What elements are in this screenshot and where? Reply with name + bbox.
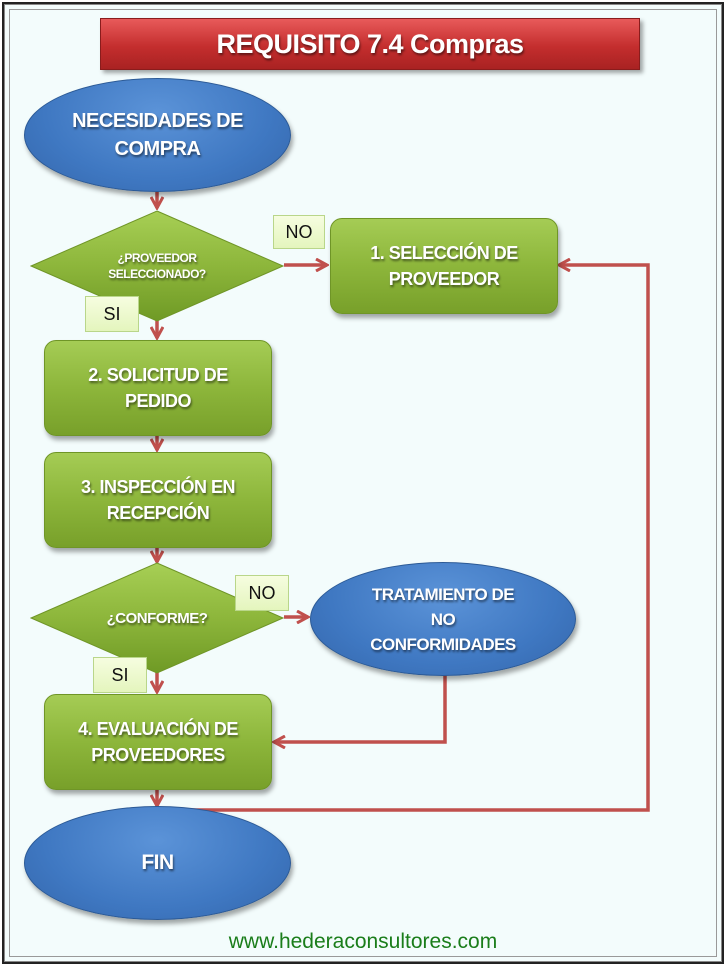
si-label-1: SI	[85, 296, 139, 332]
end-node: FIN	[24, 806, 291, 920]
no-label-2: NO	[235, 575, 289, 611]
title-banner: REQUISITO 7.4 Compras	[100, 18, 640, 70]
no-label-1: NO	[273, 215, 325, 249]
decision-supplier-selected: ¿PROVEEDOR SELECCIONADO?	[30, 210, 284, 322]
inner-frame	[9, 9, 717, 957]
website-link[interactable]: www.hederaconsultores.com	[228, 930, 498, 953]
decision-conform-text: ¿CONFORME?	[106, 609, 208, 627]
decision-supplier-text: ¿PROVEEDOR SELECCIONADO?	[108, 251, 206, 281]
start-node: NECESIDADES DE COMPRA	[24, 78, 291, 192]
step4-supplier-evaluation: 4. EVALUACIÓN DE PROVEEDORES	[44, 694, 272, 790]
si-label-2: SI	[93, 657, 147, 693]
step2-order-request: 2. SOLICITUD DE PEDIDO	[44, 340, 272, 436]
nonconformity-treatment-node: TRATAMIENTO DE NO CONFORMIDADES	[310, 562, 576, 676]
step3-reception-inspection: 3. INSPECCIÓN EN RECEPCIÓN	[44, 452, 272, 548]
step1-supplier-selection: 1. SELECCIÓN DE PROVEEDOR	[330, 218, 558, 314]
